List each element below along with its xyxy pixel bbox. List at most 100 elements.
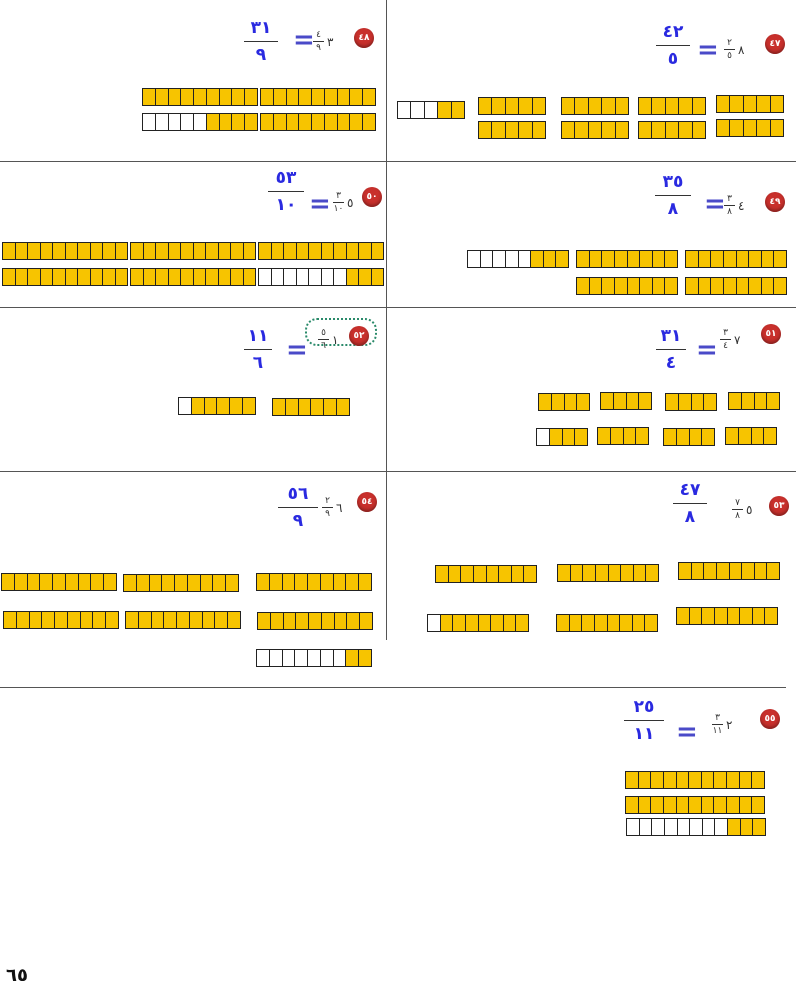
strip-cell-empty: [428, 615, 441, 631]
improper-denominator: ٤: [665, 353, 677, 373]
fraction-strip: [125, 611, 241, 629]
strip-cell-shaded: [620, 615, 633, 631]
strip-cell-shaded: [743, 96, 758, 112]
strip-cell-shaded: [193, 269, 206, 285]
strip-cell-shaded: [231, 269, 244, 285]
strip-cell-shaded: [491, 615, 504, 631]
strip-cell-shaded: [124, 575, 137, 591]
strip-cell-shaded: [324, 399, 338, 415]
strip-cell-shaded: [473, 566, 487, 582]
strip-cell-shaded: [232, 114, 246, 130]
strip-cell-shaded: [569, 615, 583, 631]
strip-cell-shaded: [78, 269, 91, 285]
strip-cell-shaded: [65, 574, 79, 590]
strip-cell-shaded: [350, 89, 364, 105]
strip-cell-shaded: [714, 772, 728, 788]
strip-cell-empty: [156, 114, 169, 130]
strip-cell-shaded: [479, 122, 493, 138]
strip-cell-shaded: [193, 243, 206, 259]
strip-cell-shaded: [312, 114, 325, 130]
strip-cell-shaded: [143, 269, 156, 285]
strip-cell-shaded: [213, 575, 227, 591]
strip-cell-shaded: [29, 612, 43, 628]
mixed-numerator: ٣: [723, 328, 728, 338]
strip-cell-shaded: [519, 122, 533, 138]
strip-cell-shaded: [652, 98, 666, 114]
row-divider-2: [0, 307, 796, 308]
strip-cell-shaded: [729, 393, 742, 409]
strip-cell-shaded: [155, 89, 169, 105]
strip-cell-shaded: [243, 243, 255, 259]
strip-cell-shaded: [663, 797, 677, 813]
strip-cell-shaded: [740, 819, 754, 835]
strip-cell-shaded: [664, 429, 677, 445]
strip-cell-shaded: [676, 429, 690, 445]
improper-numerator: ٥٣: [275, 168, 297, 188]
strip-cell-shaded: [309, 613, 322, 629]
strip-cell-shaded: [770, 96, 784, 112]
strip-cell-shaded: [602, 278, 615, 294]
strip-cell-shaded: [588, 98, 603, 114]
dotted-annotation-mark: [305, 318, 377, 346]
mixed-numerator: ٧: [735, 498, 740, 508]
strip-cell-shaded: [40, 269, 53, 285]
fraction-strip: [678, 562, 780, 580]
strip-cell-shaded: [575, 98, 589, 114]
strip-cell-shaded: [162, 575, 176, 591]
mixed-whole: ٥: [746, 502, 753, 517]
fraction-strip: [397, 101, 465, 119]
strip-cell-shaded: [324, 114, 338, 130]
strip-cell-shaded: [90, 243, 103, 259]
strip-cell-shaded: [564, 394, 578, 410]
strip-cell-shaded: [636, 428, 648, 444]
strip-cell-shaded: [575, 429, 587, 445]
strip-cell-shaded: [729, 563, 743, 579]
strip-cell-shaded: [168, 89, 182, 105]
strip-cell-empty: [537, 429, 550, 445]
strip-cell-shaded: [598, 428, 611, 444]
mixed-whole: ٢: [726, 717, 733, 732]
strip-cell-empty: [297, 269, 309, 285]
strip-cell-shaded: [206, 89, 220, 105]
strip-cell-shaded: [168, 269, 181, 285]
strip-cell-shaded: [65, 269, 78, 285]
strip-cell-empty: [468, 251, 481, 267]
strip-cell-shaded: [286, 89, 300, 105]
strip-cell-shaded: [774, 251, 786, 267]
mixed-denominator: ١٠: [333, 204, 344, 214]
fraction-strip: [625, 771, 765, 789]
strip-cell-empty: [143, 114, 156, 130]
fraction-strip: [260, 88, 376, 106]
fraction-bar: [278, 507, 318, 508]
strip-cell-shaded: [638, 772, 652, 788]
strip-cell-shaded: [728, 819, 741, 835]
strip-cell-shaded: [761, 251, 775, 267]
mixed-denominator: ١١: [712, 726, 723, 736]
strip-cell-shaded: [3, 269, 16, 285]
strip-cell-shaded: [308, 574, 321, 590]
row-divider-1: [0, 161, 796, 162]
strip-cell-shaded: [492, 98, 506, 114]
strip-cell-shaded: [285, 399, 299, 415]
fraction-strip: [576, 250, 678, 268]
strip-cell-shaded: [27, 574, 41, 590]
strip-cell-shaded: [202, 612, 216, 628]
equals-sign: =: [309, 189, 331, 219]
fraction-strip: [638, 97, 706, 115]
strip-cell-shaded: [53, 243, 66, 259]
strip-cell-shaded: [177, 612, 190, 628]
strip-cell-shaded: [175, 575, 188, 591]
strip-cell-shaded: [519, 98, 533, 114]
strip-cell-shaded: [4, 612, 17, 628]
strip-cell-shaded: [465, 615, 479, 631]
strip-cell-shaded: [15, 269, 28, 285]
strip-cell-shaded: [371, 243, 383, 259]
fraction-strip: [556, 614, 658, 632]
strip-cell-empty: [321, 650, 334, 666]
